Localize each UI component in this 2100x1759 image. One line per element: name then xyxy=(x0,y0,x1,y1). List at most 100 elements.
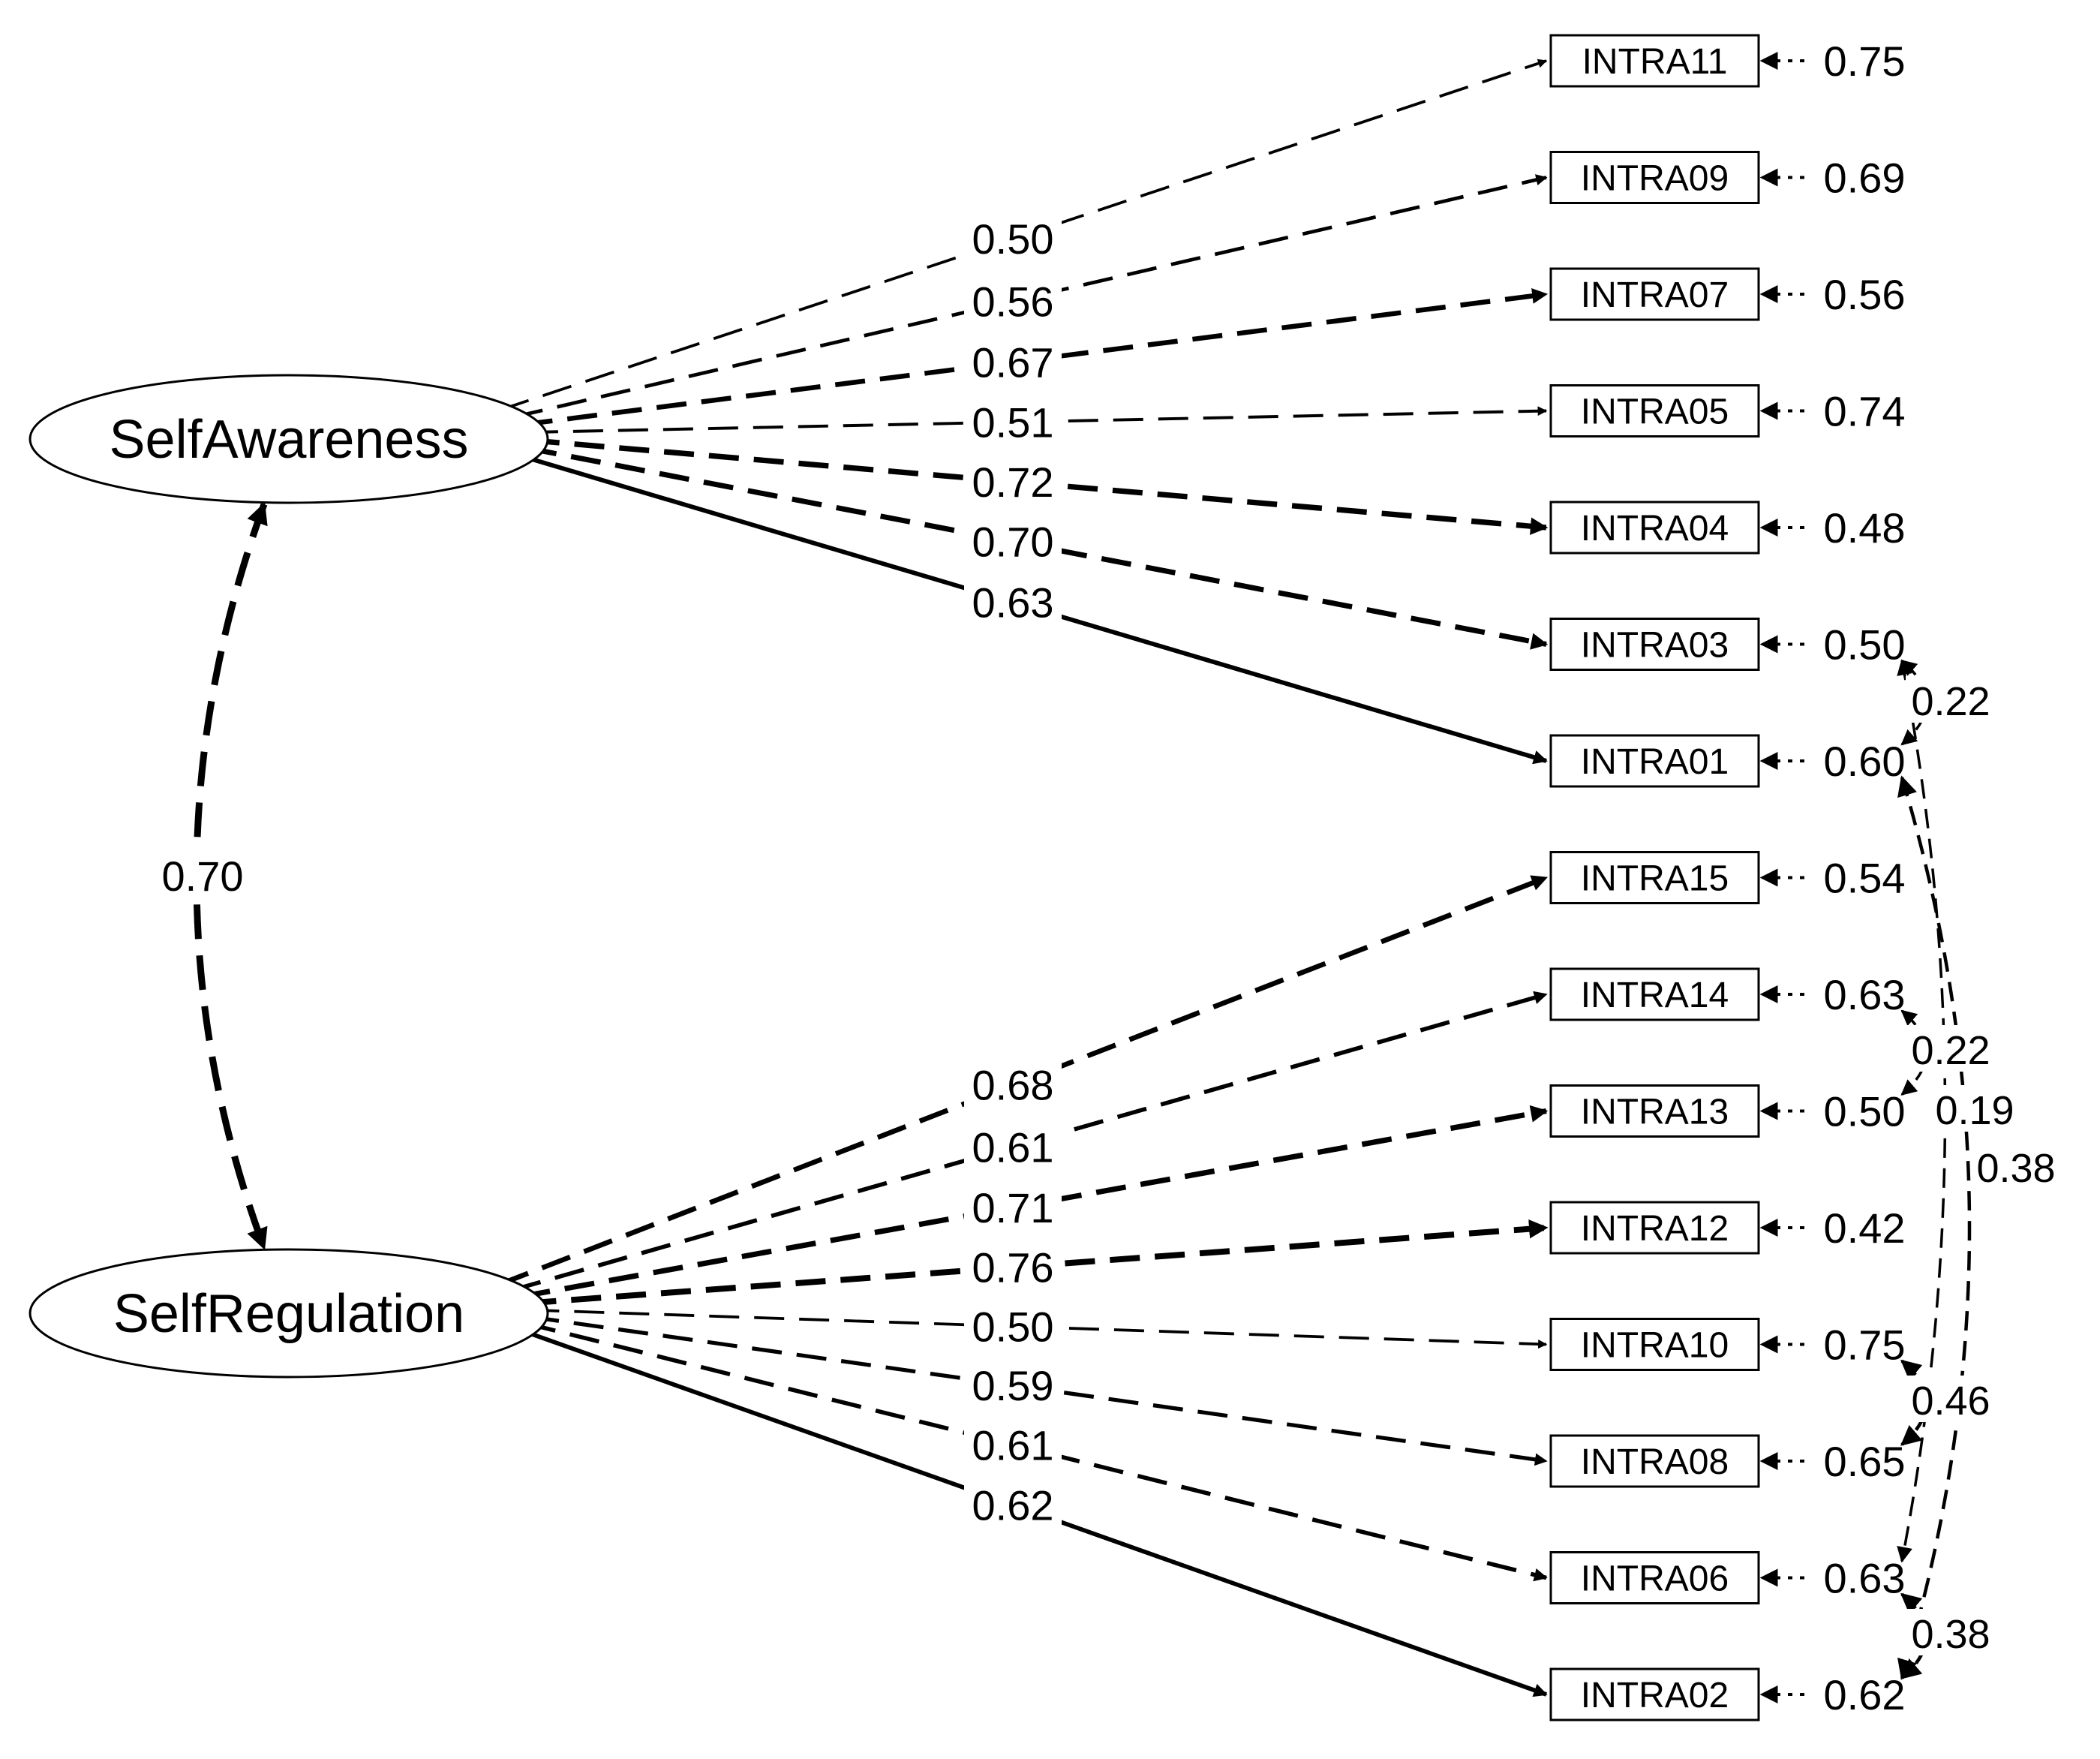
indicator-box-intra01 xyxy=(1549,734,1760,788)
indicator-box-intra12 xyxy=(1549,1201,1760,1255)
residual-variance-value: 0.54 xyxy=(1824,855,1906,902)
residual-covariance-value: 0.46 xyxy=(1911,1379,1990,1424)
residual-variance-value: 0.62 xyxy=(1824,1671,1906,1718)
indicator-box-intra06 xyxy=(1549,1551,1760,1604)
indicator-label: INTRA07 xyxy=(1581,275,1729,315)
loading-label-bg xyxy=(964,1302,1062,1349)
indicator-box-intra14 xyxy=(1549,967,1760,1021)
loading-label-bg xyxy=(964,1243,1062,1290)
indicator-label: INTRA08 xyxy=(1581,1442,1729,1482)
loading-value: 0.50 xyxy=(972,1303,1054,1350)
loading-value: 0.50 xyxy=(972,215,1054,263)
residual-covariance-arc xyxy=(1900,1592,1928,1679)
loading-value: 0.71 xyxy=(972,1184,1054,1231)
residual-variance-value: 0.75 xyxy=(1824,1322,1906,1369)
loading-label-bg xyxy=(964,1123,1062,1170)
residual-variance-value: 0.65 xyxy=(1824,1438,1906,1485)
residual-covariance-value: 0.38 xyxy=(1911,1612,1990,1657)
latent-label: SelfRegulation xyxy=(113,1284,464,1344)
factor-covariance-value: 0.70 xyxy=(162,852,244,900)
indicator-label: INTRA12 xyxy=(1581,1209,1729,1249)
residual-covariance-value: 0.22 xyxy=(1911,1028,1990,1073)
indicator-box-intra07 xyxy=(1549,267,1760,321)
loading-value: 0.67 xyxy=(972,339,1054,386)
indicator-box-intra04 xyxy=(1549,501,1760,555)
residual-variance-value: 0.42 xyxy=(1824,1204,1906,1252)
residual-variance-value: 0.60 xyxy=(1824,738,1906,785)
loading-path-intra06 xyxy=(525,1321,1548,1582)
loading-label-bg xyxy=(964,338,1062,385)
residual-covariance-value: 0.19 xyxy=(1935,1088,2014,1133)
residual-variance-value: 0.63 xyxy=(1824,971,1906,1018)
indicator-label: INTRA03 xyxy=(1581,626,1729,666)
residual-covariance-label-bg xyxy=(1971,1143,2061,1189)
indicator-label: INTRA11 xyxy=(1582,42,1728,82)
loading-value: 0.63 xyxy=(972,579,1054,627)
indicator-box-intra05 xyxy=(1549,384,1760,437)
indicator-label: INTRA14 xyxy=(1581,976,1729,1015)
loading-label-bg xyxy=(964,457,1062,504)
indicator-label: INTRA10 xyxy=(1581,1326,1729,1366)
residual-covariance-label-bg xyxy=(1906,1376,1996,1422)
residual-covariance-layer xyxy=(1897,659,1972,1680)
latent-label: SelfAwareness xyxy=(110,410,469,470)
indicator-box-intra13 xyxy=(1549,1084,1760,1138)
residual-variance-value: 0.63 xyxy=(1824,1555,1906,1602)
loading-label-bg xyxy=(964,1060,1062,1108)
indicator-label: INTRA01 xyxy=(1581,742,1729,782)
loading-value: 0.76 xyxy=(972,1244,1054,1291)
loading-label-bg xyxy=(964,1481,1062,1528)
loading-label-bg xyxy=(964,1421,1062,1468)
loading-value: 0.61 xyxy=(972,1421,1054,1469)
loading-label-bg xyxy=(964,215,1062,262)
loading-label-bg xyxy=(964,578,1062,625)
residual-covariance-value: 0.22 xyxy=(1911,679,1990,724)
indicator-label: INTRA13 xyxy=(1581,1093,1729,1132)
residual-covariance-label-bg xyxy=(1906,1609,1996,1655)
loading-label-bg xyxy=(964,1361,1062,1409)
factor-covariance-label-bg xyxy=(154,852,251,900)
indicator-box-intra09 xyxy=(1549,151,1760,204)
residual-variance-value: 0.50 xyxy=(1824,621,1906,669)
residual-covariance-label-bg xyxy=(1930,1085,2020,1132)
residual-covariance-arc xyxy=(1900,1359,1928,1446)
loading-label-bg xyxy=(964,517,1062,564)
nodes-layer xyxy=(29,34,1760,1721)
residual-variance-value: 0.56 xyxy=(1824,271,1906,318)
loading-path-intra09 xyxy=(512,174,1548,419)
residual-covariance-arc xyxy=(1897,775,1972,1680)
residual-variance-value: 0.50 xyxy=(1824,1088,1906,1135)
indicator-box-intra03 xyxy=(1549,618,1760,671)
loading-value: 0.61 xyxy=(972,1123,1054,1171)
residual-variance-value: 0.75 xyxy=(1824,38,1906,85)
indicator-box-intra10 xyxy=(1549,1318,1760,1371)
latent-selfawareness-ellipse xyxy=(29,374,549,504)
indicator-label: INTRA04 xyxy=(1581,509,1729,549)
loading-value: 0.51 xyxy=(972,399,1054,447)
indicator-label: INTRA06 xyxy=(1581,1559,1729,1599)
loading-label-bg xyxy=(964,1183,1062,1231)
residual-variance-value: 0.69 xyxy=(1824,155,1906,202)
loading-value: 0.72 xyxy=(972,459,1054,506)
indicator-label: INTRA05 xyxy=(1581,392,1729,432)
residual-variance-value: 0.48 xyxy=(1824,504,1906,552)
loading-value: 0.68 xyxy=(972,1062,1054,1109)
indicator-label: INTRA02 xyxy=(1581,1676,1729,1715)
loading-label-bg xyxy=(964,277,1062,324)
residual-variance-value: 0.74 xyxy=(1824,388,1906,435)
indicator-label: INTRA15 xyxy=(1581,859,1729,899)
loading-value: 0.56 xyxy=(972,278,1054,325)
residual-covariance-label-bg xyxy=(1906,1025,1996,1072)
loading-value: 0.70 xyxy=(972,519,1054,566)
indicator-box-intra11 xyxy=(1549,34,1760,88)
residual-covariance-value: 0.38 xyxy=(1976,1146,2055,1191)
latent-selfregulation-ellipse xyxy=(29,1248,549,1379)
loading-value: 0.59 xyxy=(972,1362,1054,1409)
loading-value: 0.62 xyxy=(972,1482,1054,1529)
labels-layer: SelfAwarenessSelfRegulation0.700.50INTRA… xyxy=(110,38,2061,1718)
indicator-label: INTRA09 xyxy=(1581,159,1729,199)
indicator-box-intra02 xyxy=(1549,1667,1760,1721)
loading-label-bg xyxy=(964,398,1062,445)
indicator-box-intra08 xyxy=(1549,1434,1760,1488)
residual-covariance-label-bg xyxy=(1906,676,1996,723)
